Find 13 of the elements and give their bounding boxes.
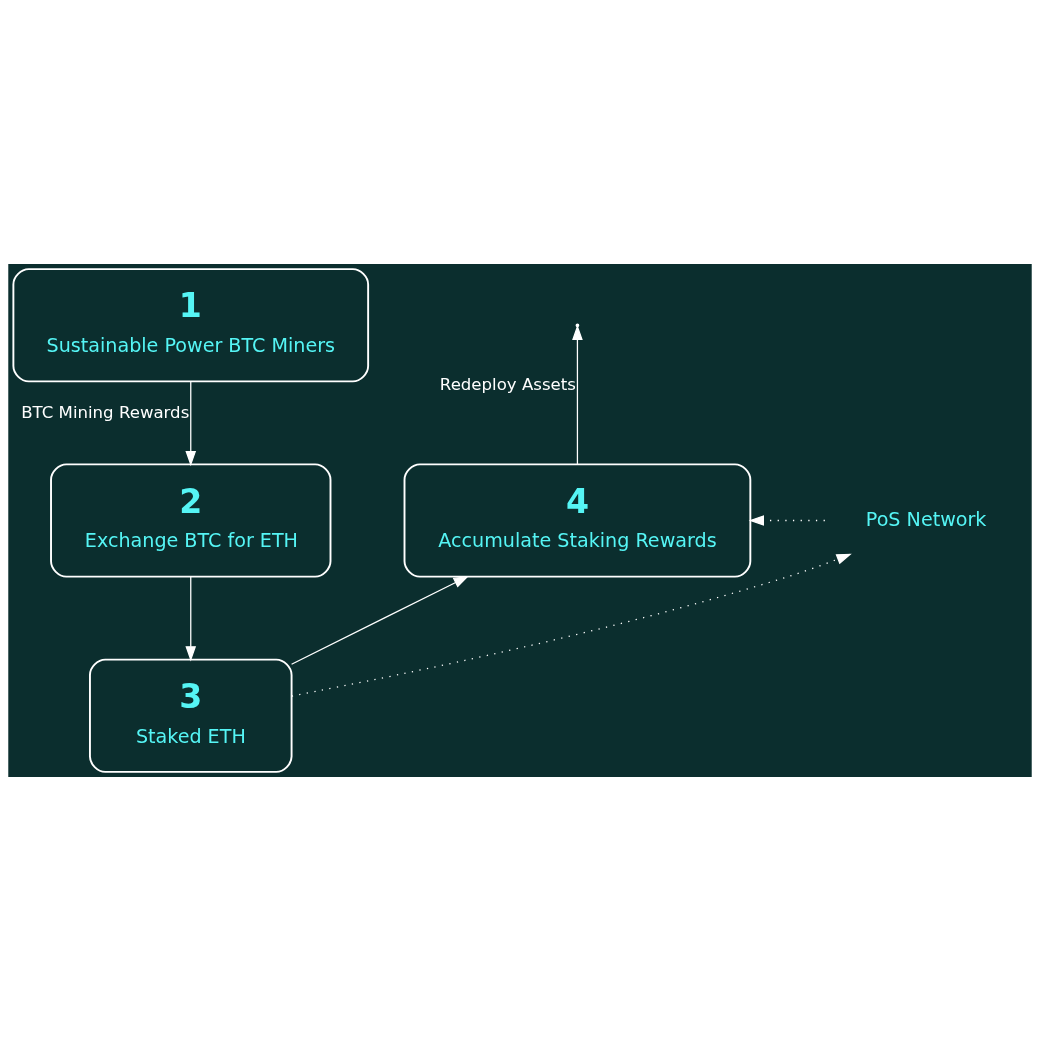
node-box: 4 Accumulate Staking Rewards [403,463,752,578]
arrow [291,553,852,697]
arrow [748,515,826,526]
edge-label: Redeploy Assets [439,375,576,395]
edge-label: BTC Mining Rewards [21,403,190,423]
arrow [290,575,469,665]
node-box: 3 Staked ETH [89,658,293,773]
arrow [185,576,197,662]
node-text: PoS Network [865,507,987,531]
node-box: 1 Sustainable Power BTC Miners [12,268,370,383]
node-box: 2 Exchange BTC for ETH [50,463,332,578]
arrow [185,381,197,467]
arrow [572,324,583,465]
